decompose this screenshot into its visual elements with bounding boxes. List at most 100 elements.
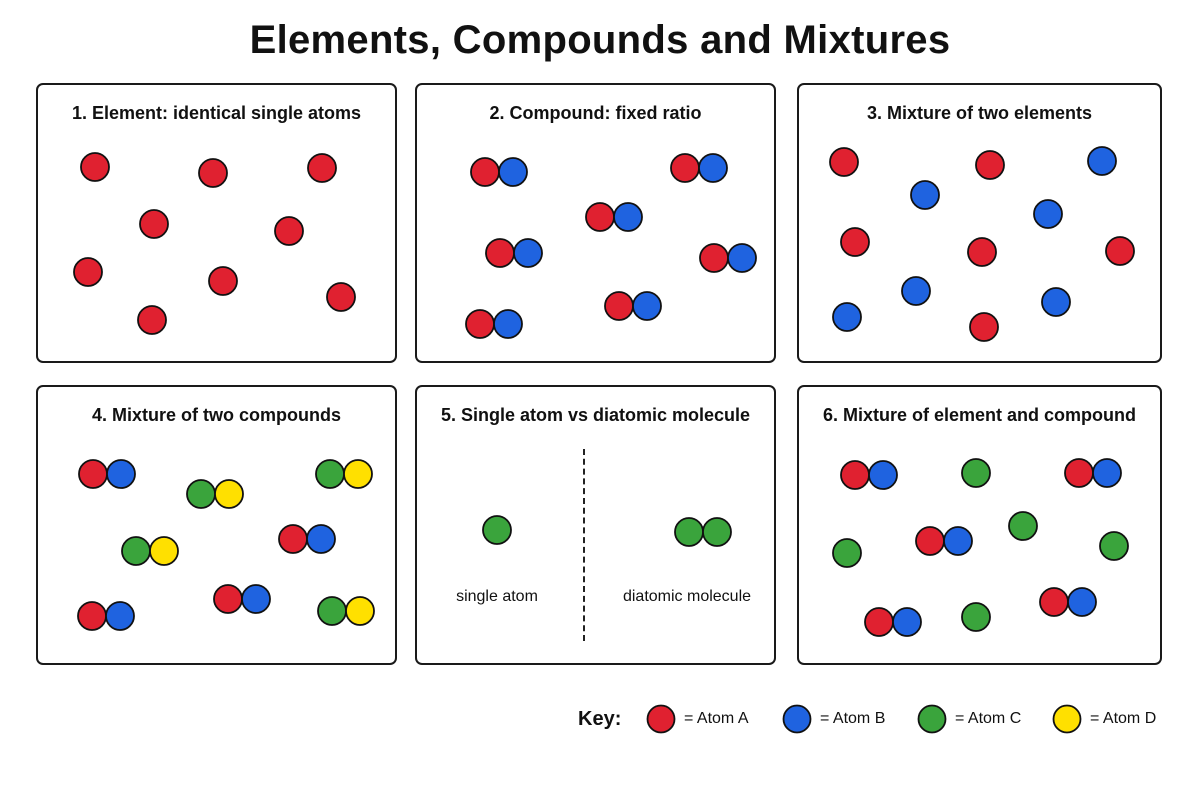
red-atom (585, 202, 615, 232)
blue-atom (241, 584, 271, 614)
blue-atom (105, 601, 135, 631)
blue-atom (943, 526, 973, 556)
key-text: = Atom B (820, 710, 886, 727)
blue-atom (1041, 287, 1071, 317)
key-text: = Atom C (955, 710, 1022, 727)
molecule (315, 459, 373, 489)
single-atom-caption: single atom (456, 588, 538, 605)
red-atom (1064, 458, 1094, 488)
blue-atom (727, 243, 757, 273)
red-atom (840, 460, 870, 490)
blue-atom (1033, 199, 1063, 229)
green-atom (1099, 531, 1129, 561)
red-atom (73, 257, 103, 287)
key-text: = Atom A (684, 710, 749, 727)
yellow-atom (214, 479, 244, 509)
molecule (915, 526, 973, 556)
yellow-atom (343, 459, 373, 489)
green-atom (961, 458, 991, 488)
blue-atom (901, 276, 931, 306)
panel-title: 2. Compound: fixed ratio (489, 103, 702, 123)
blue-atom (832, 302, 862, 332)
red-atom (326, 282, 356, 312)
red-atom (278, 524, 308, 554)
panel-mixture-element-compound: 6. Mixture of element and compound (797, 385, 1162, 665)
molecule (485, 238, 543, 268)
green-atom (961, 602, 991, 632)
green-atom (186, 479, 216, 509)
molecule (121, 536, 179, 566)
red-atom (80, 152, 110, 182)
green-atom (832, 538, 862, 568)
green-atom-icon (917, 704, 947, 734)
red-atom (670, 153, 700, 183)
green-atom (315, 459, 345, 489)
red-atom (829, 147, 859, 177)
molecule (465, 309, 523, 339)
red-atom (975, 150, 1005, 180)
particles-diagram (465, 153, 757, 339)
blue-atom (106, 459, 136, 489)
particles-diagram (832, 458, 1129, 637)
molecule (78, 459, 136, 489)
green-atom (121, 536, 151, 566)
red-atom (198, 158, 228, 188)
blue-atom (892, 607, 922, 637)
dashed-divider (583, 449, 585, 641)
panel-title: 1. Element: identical single atoms (71, 103, 362, 123)
green-atom (702, 517, 732, 547)
yellow-atom (345, 596, 375, 626)
blue-atom (306, 524, 336, 554)
molecule (674, 517, 732, 547)
key-label: Key: (578, 708, 622, 730)
red-atom-icon (646, 704, 676, 734)
particles-diagram (829, 146, 1135, 342)
red-atom (78, 459, 108, 489)
molecule (699, 243, 757, 273)
panel-title: 3. Mixture of two elements (866, 103, 1093, 123)
blue-atom (868, 460, 898, 490)
red-atom (208, 266, 238, 296)
blue-atom (1092, 458, 1122, 488)
panel-mixture-compounds: 4. Mixture of two compounds (36, 385, 397, 665)
molecule (840, 460, 898, 490)
key-text: = Atom D (1090, 710, 1157, 727)
red-atom (969, 312, 999, 342)
red-atom (1039, 587, 1069, 617)
yellow-atom-icon (1052, 704, 1082, 734)
yellow-atom (149, 536, 179, 566)
molecule (1064, 458, 1122, 488)
molecule (585, 202, 643, 232)
panel-element: 1. Element: identical single atoms (36, 83, 397, 363)
red-atom (307, 153, 337, 183)
blue-atom (698, 153, 728, 183)
blue-atom-icon (782, 704, 812, 734)
panel-atom-vs-molecule: 5. Single atom vs diatomic molecule sing… (415, 385, 776, 665)
red-atom (1105, 236, 1135, 266)
blue-atom (513, 238, 543, 268)
green-atom (1008, 511, 1038, 541)
green-atom (674, 517, 704, 547)
molecule (1039, 587, 1097, 617)
blue-atom (493, 309, 523, 339)
red-atom (967, 237, 997, 267)
red-atom (77, 601, 107, 631)
molecule (604, 291, 662, 321)
molecule (670, 153, 728, 183)
panel-compound: 2. Compound: fixed ratio (415, 83, 776, 363)
molecule (278, 524, 336, 554)
blue-atom (613, 202, 643, 232)
red-atom (485, 238, 515, 268)
red-atom (840, 227, 870, 257)
molecule (186, 479, 244, 509)
blue-atom (910, 180, 940, 210)
red-atom (470, 157, 500, 187)
panel-title: 6. Mixture of element and compound (822, 405, 1137, 425)
red-atom (139, 209, 169, 239)
molecule (77, 601, 135, 631)
red-atom (864, 607, 894, 637)
page-title: Elements, Compounds and Mixtures (249, 18, 951, 62)
blue-atom (1087, 146, 1117, 176)
red-atom (699, 243, 729, 273)
diatomic-molecule-caption: diatomic molecule (622, 588, 752, 605)
